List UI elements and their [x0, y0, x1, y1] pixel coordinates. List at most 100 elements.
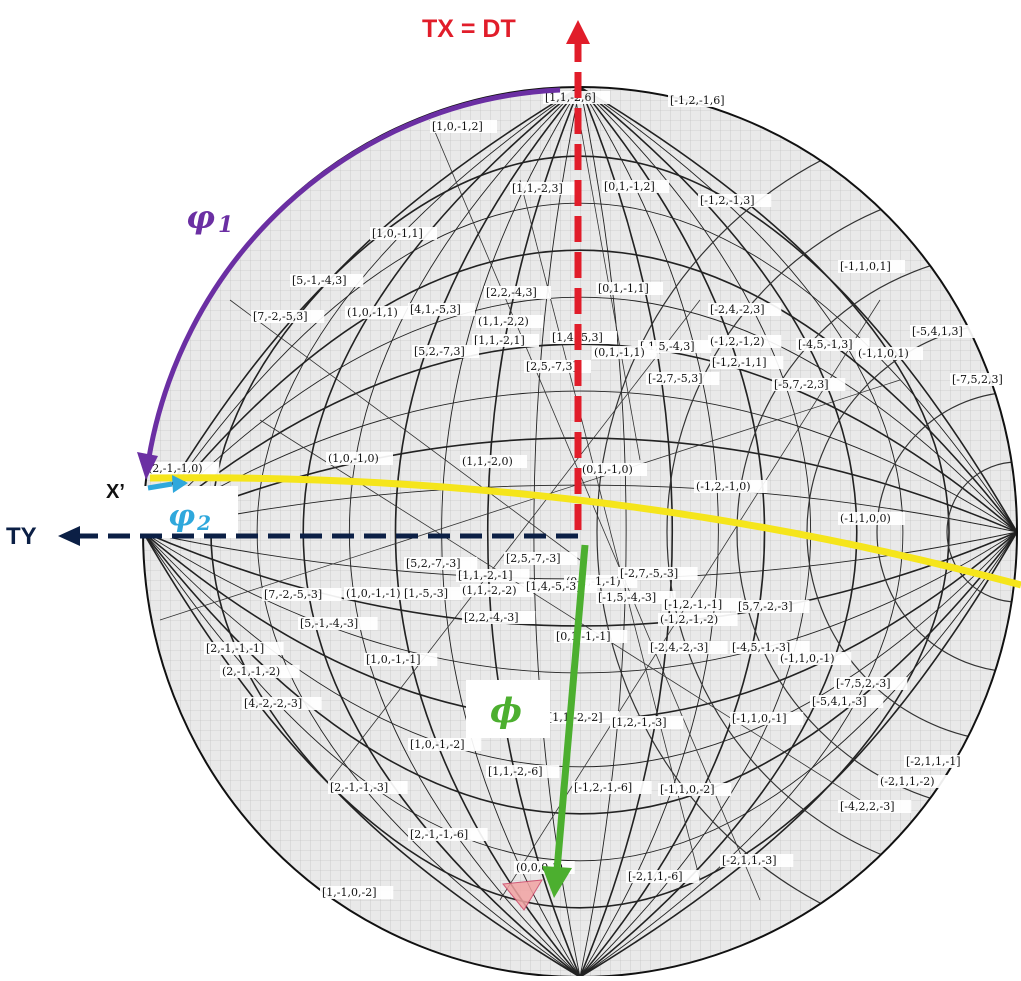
tx-arrowhead — [566, 20, 590, 44]
small-circle — [806, 321, 1017, 743]
small-circle — [666, 181, 1017, 883]
Phi-label: ϕ — [490, 691, 522, 731]
pole-label-text: [-1,1,0,1] — [840, 260, 891, 273]
pole-label: [-1,2,-1,-1] — [662, 598, 742, 611]
pole-label-text: [1,1,-2,6] — [545, 91, 596, 104]
pole-label-text: [-1,2,-1,6] — [670, 94, 725, 107]
pole-label-text: [5,7,-2,-3] — [738, 600, 793, 613]
pole-label-text: [1,0,-1,2] — [432, 120, 483, 133]
parallel-line — [143, 390, 1017, 533]
pole-label: (0,1,-1,1) — [592, 346, 659, 359]
pole-label: [-7,5,2,-3] — [834, 677, 908, 690]
Phi-label-box — [466, 680, 550, 738]
pole-label: (1,0,-1,0) — [326, 452, 393, 465]
x-prime-label: X’ — [106, 481, 125, 503]
pole-label: [2,2,-4,3] — [484, 286, 551, 299]
meridian-line — [579, 87, 673, 977]
pole-label: [-7,5,2,3] — [950, 373, 1017, 386]
pole-label: [1,2,-1,-3] — [610, 716, 684, 729]
meridian-line — [348, 87, 581, 977]
pole-label: [-2,4,-2,3] — [708, 303, 782, 316]
pole-label-text: [-1,2,-1,-1] — [664, 598, 722, 611]
pole-label: [0,1,-1,2] — [602, 180, 669, 193]
pole-label: [-2,4,-2,-3] — [648, 641, 728, 654]
zone-trace — [574, 94, 641, 461]
pole-label: [-4,5,-1,-3] — [730, 641, 810, 654]
pole-label: [2,5,-7,3] — [524, 360, 591, 373]
pole-label-text: [2,2,-4,-3] — [464, 611, 519, 624]
pole-label-text: (1,1,-2,-2) — [462, 584, 517, 597]
pole-label: [7,-2,-5,-3] — [262, 588, 342, 601]
pole-label-text: (-1,1,0,1) — [858, 347, 909, 360]
small-circle — [876, 391, 1017, 673]
tx-axis-label: TX = DT — [422, 15, 516, 43]
pole-label-text: [1,1,-2,3] — [512, 182, 563, 195]
phi1-arc — [144, 87, 561, 471]
pole-label: (2,-1,-1,0) — [146, 462, 220, 475]
pole-label-text: [7,-2,-5,3] — [253, 310, 308, 323]
pole-label: [4,-2,-2,-3] — [242, 697, 322, 710]
pole-label-text: [-2,4,-2,-3] — [650, 641, 708, 654]
zone-trace — [229, 299, 581, 561]
meridian-line — [579, 87, 627, 977]
pole-label: (0,1,-1,0) — [580, 463, 647, 476]
pole-label-text: [0,1,-1,1] — [598, 282, 649, 295]
pole-label-text: (1,0,-1,-1) — [346, 587, 401, 600]
pole-label: [-4,5,-1,3] — [796, 338, 870, 351]
pole-label: [5,2,-7,-3] — [404, 557, 478, 570]
pole-label-text: [2,-1,-1,-1] — [206, 642, 264, 655]
pole-label: [-1,2,-1,-6] — [572, 781, 652, 794]
pole-label-text: (1,1,-2,0) — [462, 455, 513, 468]
pole-label-text: [1,0,-1,1] — [372, 227, 423, 240]
pole-label-text: [4,1,-5,3] — [410, 303, 461, 316]
pole-label: [1,0,-1,1] — [370, 227, 437, 240]
pole-label: (-1,1,0,-1) — [778, 652, 852, 665]
pole-label: [2,-1,-1,-1] — [204, 642, 284, 655]
pole-label-text: [5,-1,-4,-3] — [300, 617, 358, 630]
pole-label: [5,-1,-4,3] — [290, 274, 364, 287]
pole-label-text: [5,2,-7,-3] — [406, 557, 461, 570]
pole-label-text: (1,0,-1,0) — [328, 452, 379, 465]
pole-label-text: [1,4,-5,-3] — [526, 580, 581, 593]
pole-label: [1,0,-1,-2] — [408, 738, 482, 751]
meridian-line — [487, 87, 581, 977]
pole-label: [1,-5,-3] — [402, 587, 463, 600]
pole-label: [5,7,-2,-3] — [736, 600, 810, 613]
meridian-line — [441, 87, 581, 977]
meridian-line — [256, 87, 581, 977]
pole-label: [1,1,-2,3] — [510, 182, 577, 195]
pole-label: [-5,4,1,-3] — [810, 695, 884, 708]
pole-label-text: [5,2,-7,3] — [414, 345, 465, 358]
pole-label-text: [1,2,-1,-3] — [612, 716, 667, 729]
pole-label-text: [-1,1,0,-1] — [732, 712, 787, 725]
pole-label-text: [-1,2,-1,1] — [712, 356, 767, 369]
pole-label-text: [1,0,-1,-1] — [366, 653, 421, 666]
pole-label-text: [2,5,-7,-3] — [506, 552, 561, 565]
pole-label-text: [1,1,-2,-2] — [548, 711, 603, 724]
phi2-arrowhead — [172, 475, 188, 493]
pole-label-text: [2,5,-7,3] — [526, 360, 577, 373]
pole-label: [1,4,-5,3] — [550, 331, 617, 344]
pole-label-text: [-5,4,1,3] — [912, 325, 963, 338]
pole-label-text: [-2,4,-2,3] — [710, 303, 765, 316]
pole-label: [1,-1,0,-2] — [320, 886, 394, 899]
pole-label: [1,0,-1,2] — [430, 120, 497, 133]
pole-label: [-1,1,0,-2] — [658, 783, 732, 796]
pole-label: (-1,2,-1,-2) — [658, 613, 738, 626]
pole-label-text: [-4,2,2,-3] — [840, 800, 895, 813]
pole-label: [-2,7,-5,3] — [646, 372, 720, 385]
pole-label-text: (-1,2,-1,0) — [696, 480, 751, 493]
phi2-arrow-line — [147, 481, 173, 491]
pole-label: [1,1,-2,-1] — [456, 569, 530, 582]
pole-label: [5,2,-7,3] — [412, 345, 479, 358]
pole-label: (-1,2,-1,0) — [694, 480, 768, 493]
pole-label-text: [7,-2,-5,-3] — [264, 588, 322, 601]
pole-label: [-2,7,-5,-3] — [618, 567, 698, 580]
pole-label: [2,2,-4,-3] — [462, 611, 536, 624]
pole-label: (-1,2,-1,2) — [708, 335, 782, 348]
pole-label-text: (-1,2,-1,2) — [710, 335, 765, 348]
pole-label: [-5,7,-2,3] — [772, 378, 846, 391]
pole-label-text: [1,1,-2,1] — [474, 334, 525, 347]
pole-label: [1,4,-5,-3] — [524, 580, 598, 593]
